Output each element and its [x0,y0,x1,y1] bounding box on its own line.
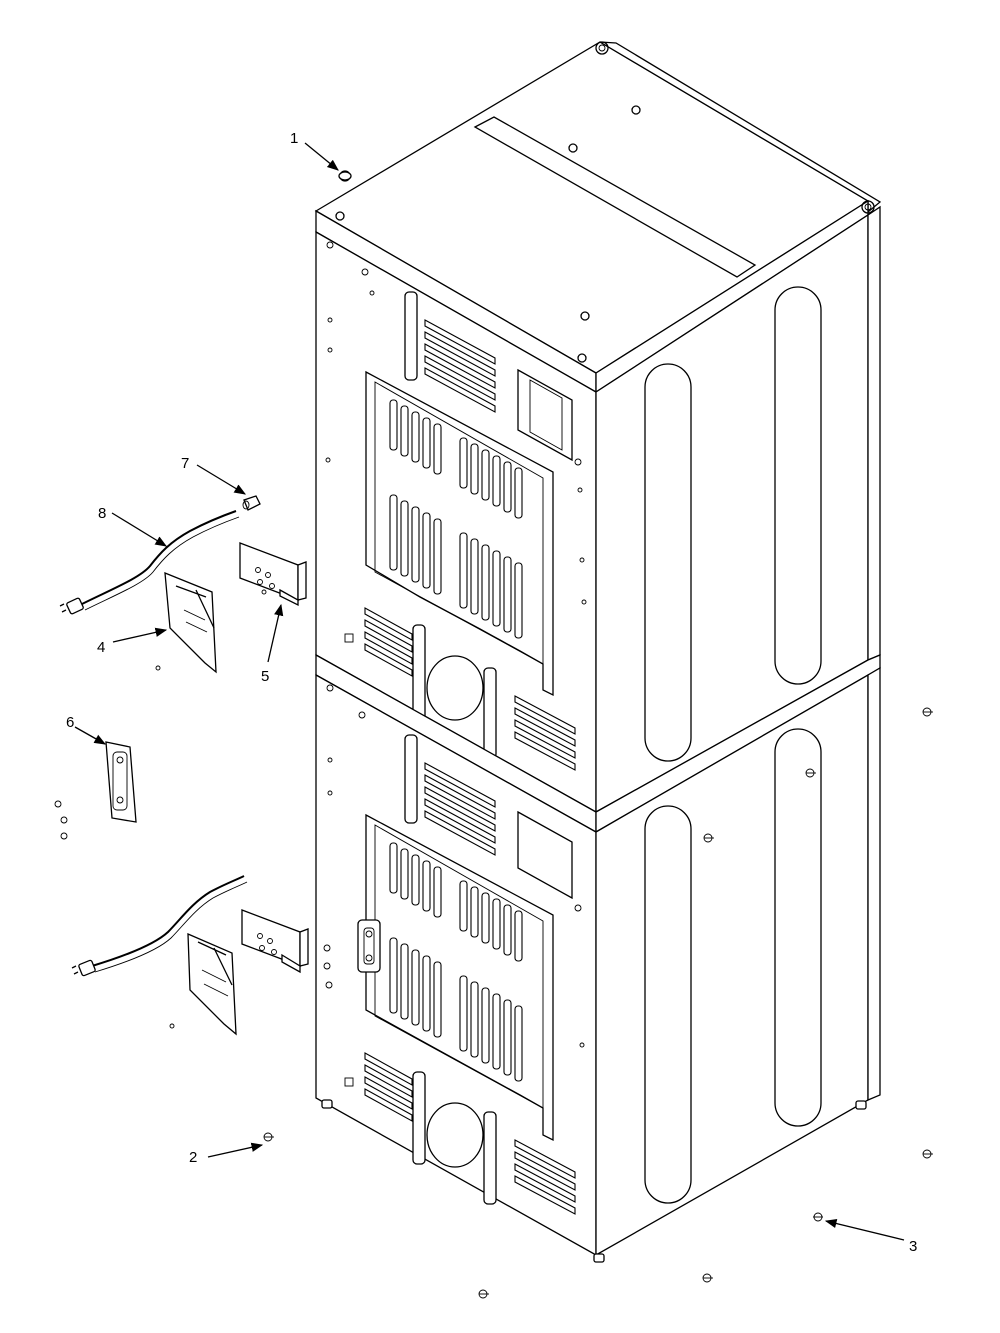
upper-inset-vents-top [389,399,523,519]
callout-5: 5 [261,603,284,685]
part-4-terminal-cover [155,571,217,674]
upper-inset-vents-bottom [389,494,523,639]
lower-terminal-bracket [241,909,309,974]
lower-cabinet [315,653,881,1263]
callout-7: 7 [181,455,247,495]
callout-2-label: 2 [189,1149,197,1166]
upper-louvers-top [424,319,496,413]
callout-4: 4 [97,627,168,656]
callout-8-label: 8 [98,505,106,522]
callout-7-label: 7 [181,455,189,472]
part-7-bushing [242,495,261,511]
callout-2: 2 [189,1142,264,1166]
callout-8: 8 [98,505,167,547]
part-5-terminal-bracket [239,542,307,607]
upper-cabinet [314,41,882,814]
callout-6: 6 [66,714,107,745]
installed-mounting-bracket [357,919,381,973]
lower-louvers-bottom [364,1052,576,1215]
part-8-power-cord [59,510,240,615]
lower-terminal-cover [169,932,237,1036]
upper-louvers-bottom [364,607,576,771]
part-1-plug [338,171,352,181]
callout-4-label: 4 [97,639,105,656]
callout-6-label: 6 [66,714,74,731]
callout-1: 1 [290,130,339,171]
callout-3: 3 [824,1218,917,1255]
part-6-mounting-bracket [54,741,137,840]
lower-inset-vents-top [389,842,523,962]
callout-5-label: 5 [261,668,269,685]
callout-1-label: 1 [290,130,298,147]
screws [263,707,933,1299]
callout-3-label: 3 [909,1238,917,1255]
lower-power-cord [71,875,248,977]
lower-louvers-top [424,762,496,856]
lower-inset-vents-bottom [389,937,523,1082]
